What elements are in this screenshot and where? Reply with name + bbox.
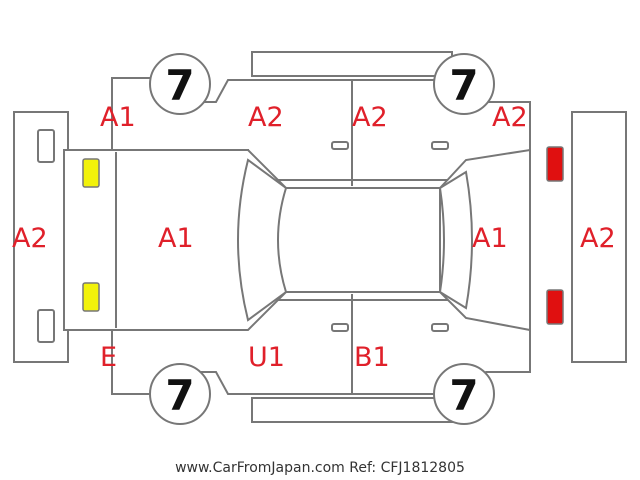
label-rear-quarter-top: A2 — [492, 102, 528, 133]
rear-bumper-panel — [571, 111, 627, 363]
footer-credit: www.CarFromJapan.com Ref: CFJ1812805 — [175, 460, 465, 476]
label-tailgate: A1 — [472, 223, 508, 254]
front-lamp-bottom — [82, 282, 100, 312]
tire-front-left-grade: 7 — [165, 61, 194, 110]
tire-rear-right-circle — [433, 363, 495, 425]
front-bumper-panel — [13, 111, 69, 363]
door-handle-bottom-rear — [431, 323, 449, 332]
tire-front-left-circle — [149, 53, 211, 115]
label-front-door-bottom: U1 — [248, 342, 285, 373]
label-front-bumper: A2 — [12, 223, 48, 254]
front-lamp-top — [82, 158, 100, 188]
label-hood: A1 — [158, 223, 194, 254]
door-handle-bottom-front — [331, 323, 349, 332]
windshield — [237, 158, 288, 322]
label-rear-bumper: A2 — [580, 223, 616, 254]
tire-rear-left-grade: 7 — [165, 371, 194, 420]
bottom-roof-rail — [251, 397, 453, 423]
rear-lamp-top — [546, 146, 564, 182]
door-handle-top-rear — [431, 141, 449, 150]
label-front-door-top: A2 — [248, 102, 284, 133]
label-rear-door-bottom: B1 — [354, 342, 390, 373]
door-handle-top-front — [331, 141, 349, 150]
rear-window — [438, 170, 473, 310]
label-front-fender-bottom: E — [100, 342, 117, 373]
tire-front-right-grade: 7 — [449, 61, 478, 110]
front-bumper-slot-bottom — [37, 309, 55, 343]
tire-rear-right-grade: 7 — [449, 371, 478, 420]
top-roof-rail — [251, 51, 453, 77]
tire-front-right-circle — [433, 53, 495, 115]
front-bumper-slot-top — [37, 129, 55, 163]
label-fender-top-left: A1 — [100, 102, 136, 133]
tire-rear-left-circle — [149, 363, 211, 425]
rear-lamp-bottom — [546, 289, 564, 325]
label-rear-door-top: A2 — [352, 102, 388, 133]
roof-panel — [286, 187, 441, 293]
